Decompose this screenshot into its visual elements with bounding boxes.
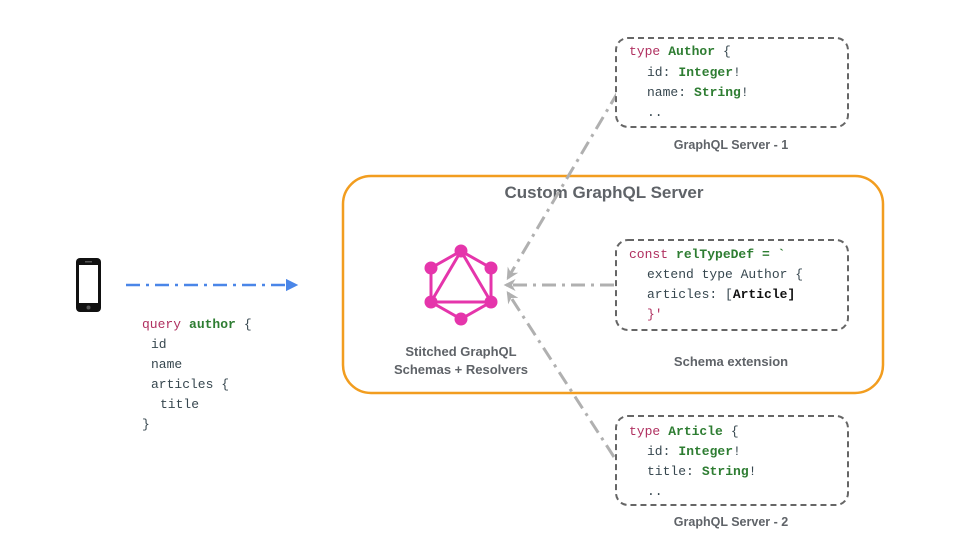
- svg-text:..: ..: [647, 105, 663, 120]
- client-query: query author { id name articles { title }: [142, 317, 252, 432]
- svg-text:id:Integer!: id:Integer!: [647, 444, 741, 459]
- stitched-label-line2: Schemas + Resolvers: [394, 362, 528, 377]
- query-line-title: title: [160, 397, 199, 412]
- svg-text:articles: [Article]: articles: [Article]: [647, 287, 795, 302]
- server2-connector-arrow: [506, 290, 616, 458]
- phone-icon: [76, 258, 101, 312]
- server2-label: GraphQL Server - 2: [674, 515, 788, 529]
- svg-text:}': }': [647, 307, 663, 322]
- server2-schema-box: [615, 415, 849, 506]
- svg-text:id:Integer!: id:Integer!: [647, 65, 741, 80]
- graphql-logo-icon: [424, 244, 498, 326]
- custom-server-title: Custom GraphQL Server: [504, 183, 703, 202]
- query-line-id: id: [151, 337, 167, 352]
- svg-text:extend type Author {: extend type Author {: [647, 267, 803, 282]
- query-line-articles: articles {: [151, 377, 229, 392]
- query-open-brace: {: [244, 317, 252, 332]
- svg-text:title:String!: title:String!: [647, 464, 756, 479]
- server1-label: GraphQL Server - 1: [674, 138, 788, 152]
- query-name: author: [189, 317, 236, 332]
- query-keyword: query: [142, 317, 181, 332]
- stitched-label-line1: Stitched GraphQL: [405, 344, 516, 359]
- query-line-name: name: [151, 357, 182, 372]
- query-close-brace: }: [142, 417, 150, 432]
- svg-text:name:String!: name:String!: [647, 85, 749, 100]
- custom-server-box: [341, 174, 885, 395]
- svg-text:..: ..: [647, 484, 663, 499]
- server1-connector-arrow: [506, 91, 620, 281]
- schema-extension-box: [615, 239, 849, 331]
- server1-schema-box: [615, 37, 849, 128]
- schema-extension-label: Schema extension: [674, 354, 788, 369]
